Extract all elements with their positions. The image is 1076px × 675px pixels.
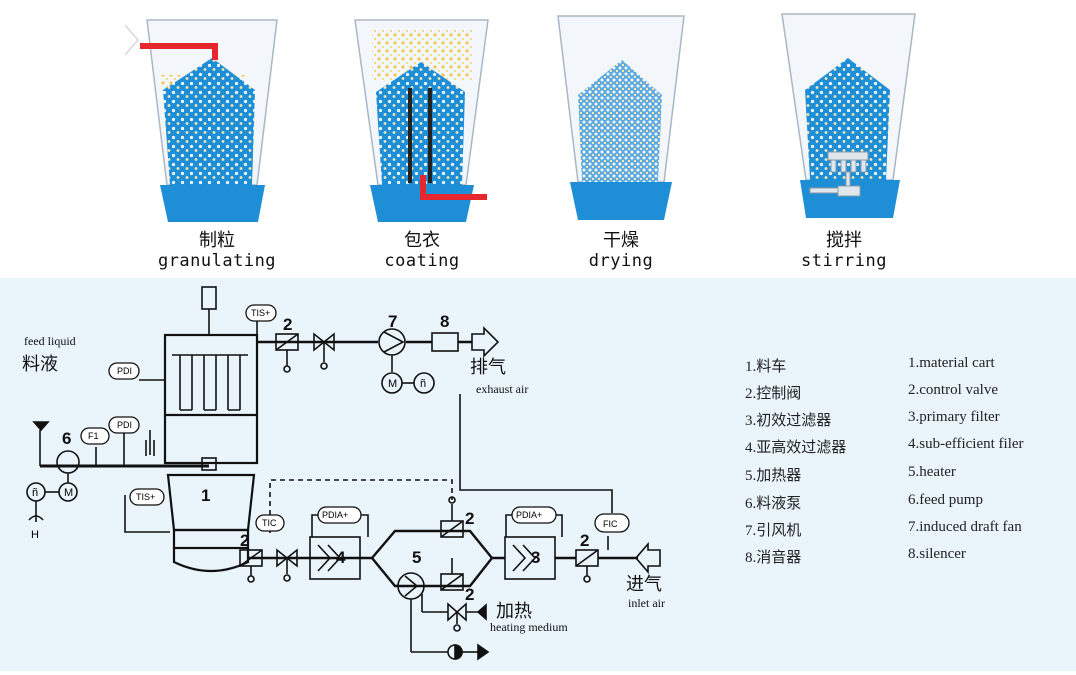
legend-item-en: 2.control valve xyxy=(908,382,998,398)
tis-top-label: TIS+ xyxy=(251,308,270,318)
number-2: 2 xyxy=(465,585,474,604)
stage-drying-vessel xyxy=(557,15,685,220)
legend-item-en: 1.material cart xyxy=(908,355,995,371)
tic-label: TIC xyxy=(262,518,277,528)
number-2: 2 xyxy=(465,509,474,528)
number-8: 8 xyxy=(440,312,449,331)
induced-draft-fan-icon xyxy=(378,328,406,356)
f1-bubble xyxy=(80,427,110,445)
process-schematic: TIS+ PDI PDI F1 TIS+ TIC PDIA+ PDIA+ FIC… xyxy=(0,278,1076,671)
inlet-arrow-icon xyxy=(634,541,661,575)
number-5: 5 xyxy=(412,548,421,567)
pdia-left-label: PDIA+ xyxy=(322,510,348,520)
exhaust-arrow-icon xyxy=(471,326,500,358)
fic-label: FIC xyxy=(603,519,618,529)
legend-item-en: 8.silencer xyxy=(908,546,966,562)
stage-label-cn: 搅拌 xyxy=(826,230,862,251)
top-cylinder xyxy=(201,286,217,310)
stage-label-en: granulating xyxy=(157,251,277,271)
stage-label-en: stirring xyxy=(801,251,887,271)
legend-item-en: 6.feed pump xyxy=(908,492,983,508)
hand-label: H xyxy=(31,529,39,541)
stage-granulating-vessel xyxy=(124,19,278,222)
legend-item-cn: 8.消音器 xyxy=(745,550,802,566)
legend-item-en: 5.heater xyxy=(908,464,956,480)
number-2: 2 xyxy=(240,531,249,550)
pdia-right-bubble xyxy=(511,506,557,524)
heating-label-cn: 加热 xyxy=(496,601,532,622)
pump-speed-label: ñ xyxy=(32,487,38,499)
pdia-right-label: PDIA+ xyxy=(516,510,542,520)
primary-filter-icon xyxy=(504,536,556,580)
legend-item-en: 4.sub-efficient filer xyxy=(908,436,1024,452)
legend-item-cn: 5.加热器 xyxy=(745,468,802,484)
inlet-valve-icon xyxy=(276,548,298,568)
tis-mid-label: TIS+ xyxy=(136,492,155,502)
f1-label: F1 xyxy=(88,431,99,441)
stage-label-cn: 制粒 xyxy=(199,230,235,251)
fluid-bed-vessel xyxy=(163,333,259,572)
legend-item-en: 7.induced draft fan xyxy=(908,519,1022,535)
stage-label-cn: 干燥 xyxy=(603,230,639,251)
legend-item-cn: 6.料液泵 xyxy=(745,496,802,512)
legend-item-cn: 2.控制阀 xyxy=(745,386,802,402)
number-2: 2 xyxy=(580,531,589,550)
legend-item-cn: 1.料车 xyxy=(745,359,787,375)
heating-valve-icon xyxy=(447,602,467,622)
exhaust-label-en: exhaust air xyxy=(476,382,528,396)
pdi-lower-label: PDI xyxy=(117,420,132,430)
filter-bags xyxy=(172,354,248,411)
exhaust-label-cn: 排气 xyxy=(470,357,506,378)
pdi-lower-bubble xyxy=(108,416,140,434)
number-1: 1 xyxy=(201,486,210,505)
inlet-label-en: inlet air xyxy=(628,596,665,610)
legend-item-cn: 4.亚高效过滤器 xyxy=(745,440,847,456)
inlet-label-cn: 进气 xyxy=(626,574,662,595)
heating-label-en: heating medium xyxy=(490,620,568,634)
stage-label-cn: 包衣 xyxy=(404,230,440,251)
legend-item-cn: 3.初效过滤器 xyxy=(745,413,832,429)
speed-label: ñ xyxy=(420,378,426,390)
motor-label: M xyxy=(388,378,397,390)
feed-liquid-label-cn: 料液 xyxy=(22,354,58,375)
silencer-icon xyxy=(431,332,459,352)
spray-nozzle-icon xyxy=(201,457,217,471)
fic-bubble xyxy=(594,513,630,533)
exhaust-valve-icon xyxy=(313,332,335,352)
tic-bubble xyxy=(255,514,285,532)
stage-label-en: drying xyxy=(588,251,654,271)
pdi-upper-bubble xyxy=(108,362,140,380)
sub-efficient-filter-icon xyxy=(309,536,361,580)
legend-item-cn: 7.引风机 xyxy=(745,523,802,539)
number-6: 6 xyxy=(62,429,71,448)
number-7: 7 xyxy=(388,312,397,331)
stage-illustrations xyxy=(124,13,916,222)
pdi-upper-label: PDI xyxy=(117,366,132,376)
stage-label-en: coating xyxy=(384,251,460,271)
stage-stirring-vessel xyxy=(781,13,916,218)
tis-top-bubble xyxy=(245,304,277,322)
stage-coating-vessel xyxy=(354,19,489,222)
feed-liquid-label-en: feed liquid xyxy=(24,334,76,348)
tis-mid-bubble xyxy=(129,488,165,506)
pdia-left-bubble xyxy=(317,506,362,524)
number-4: 4 xyxy=(336,548,346,567)
stirrer-icon xyxy=(809,151,869,197)
feed-pump-icon xyxy=(56,450,80,474)
number-3: 3 xyxy=(531,548,540,567)
legend-item-en: 3.primary filter xyxy=(908,409,1000,425)
schematic-drawing: TIS+ PDI PDI F1 TIS+ TIC PDIA+ PDIA+ FIC… xyxy=(22,286,665,661)
process-stages: 制粒 granulating 包衣 coating 干燥 drying 搅拌 s… xyxy=(0,0,1076,278)
number-2: 2 xyxy=(283,315,292,334)
pump-motor-label: M xyxy=(64,487,73,499)
